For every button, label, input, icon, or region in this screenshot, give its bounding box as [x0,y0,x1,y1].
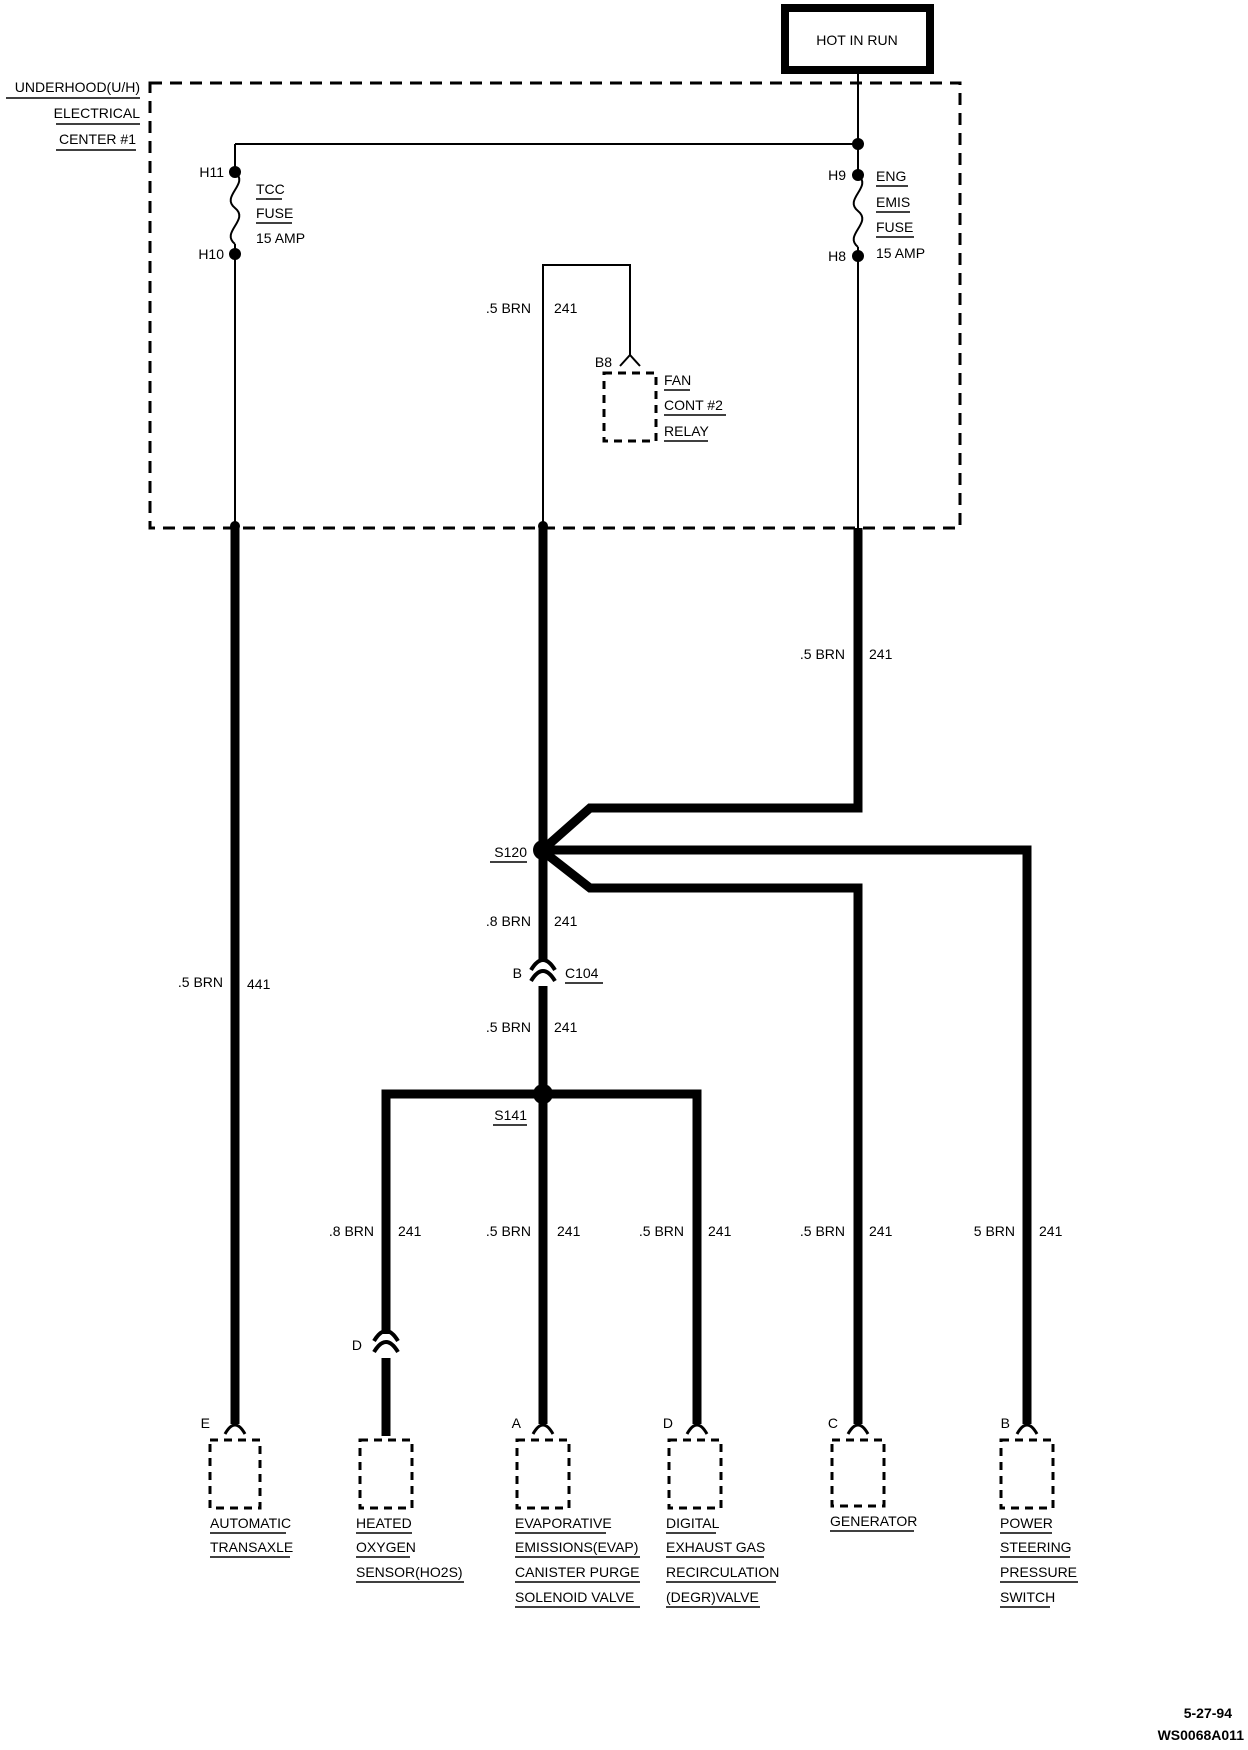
component-degr-valve: D DIGITAL EXHAUST GAS RECIRCULATION (DEG… [663,1415,779,1608]
evap-gauge: .5 BRN [486,1223,531,1239]
c104-pin: B [513,965,522,981]
svg-text:STEERING: STEERING [1000,1539,1072,1555]
evap-pin: A [512,1415,522,1431]
o2-gauge: .8 BRN [329,1223,374,1239]
relay-feed-gauge: .5 BRN [486,300,531,316]
relay-feed-circuit: 241 [554,300,578,316]
svg-text:AUTOMATIC: AUTOMATIC [210,1515,291,1531]
footer-date: 5-27-94 [1184,1705,1232,1721]
relay-pin: B8 [595,354,612,370]
splice-s120-label: S120 [494,844,527,860]
tcc-feed-gauge: .5 BRN [178,974,223,990]
svg-text:RECIRCULATION: RECIRCULATION [666,1564,779,1580]
svg-text:DIGITAL: DIGITAL [666,1515,720,1531]
relay-line2: CONT #2 [664,397,723,413]
eng-feed-circuit: 241 [869,646,893,662]
tcc-fuse-pin-top: H11 [199,164,224,180]
footer-code: WS0068A011 [1158,1727,1245,1743]
eng-emis-fuse: H9 H8 ENG EMIS FUSE 15 AMP [828,144,925,528]
svg-text:OXYGEN: OXYGEN [356,1539,416,1555]
c104-down-circuit: 241 [554,1019,578,1035]
tcc-fuse: H11 H10 TCC FUSE 15 AMP [198,144,305,528]
svg-text:UNDERHOOD(U/H): UNDERHOOD(U/H) [15,79,140,95]
component-automatic-transaxle: E AUTOMATIC TRANSAXLE [201,1415,293,1558]
relay-line1: FAN [664,372,691,388]
o2-circuit: 241 [398,1223,422,1239]
eng-fuse-line1: ENG [876,168,906,184]
svg-text:CANISTER PURGE: CANISTER PURGE [515,1564,639,1580]
tcc-feed-circuit: 441 [247,976,271,992]
svg-text:CENTER #1: CENTER #1 [59,131,136,147]
ps-circuit: 241 [1039,1223,1063,1239]
ps-gauge: 5 BRN [974,1223,1015,1239]
connector-o2-inline: D [352,1329,400,1354]
svg-text:(DEGR)VALVE: (DEGR)VALVE [666,1589,759,1605]
s120-down-gauge: .8 BRN [486,913,531,929]
hot-in-run-label: HOT IN RUN [816,32,897,48]
hot-in-run-box: HOT IN RUN [781,4,934,74]
component-generator: C GENERATOR [828,1415,917,1532]
eng-fuse-pin-bottom: H8 [828,248,846,264]
s120-down-circuit: 241 [554,913,578,929]
svg-text:EVAPORATIVE: EVAPORATIVE [515,1515,612,1531]
ps-pin: B [1001,1415,1010,1431]
eng-feed-gauge: .5 BRN [800,646,845,662]
svg-text:SWITCH: SWITCH [1000,1589,1055,1605]
svg-text:EMISSIONS(EVAP): EMISSIONS(EVAP) [515,1539,638,1555]
eng-fuse-line4: 15 AMP [876,245,925,261]
transaxle-pin: E [201,1415,210,1431]
splice-s141-label: S141 [494,1107,527,1123]
relay-line3: RELAY [664,423,710,439]
component-power-steering-pressure-switch: B POWER STEERING PRESSURE SWITCH [999,1415,1078,1608]
underhood-electrical-center-box [148,81,962,530]
tcc-fuse-line1: TCC [256,181,285,197]
splice-s141-dot [533,1084,553,1104]
degr-gauge: .5 BRN [639,1223,684,1239]
c104-down-gauge: .5 BRN [486,1019,531,1035]
tcc-fuse-line3: 15 AMP [256,230,305,246]
svg-text:SENSOR(HO2S): SENSOR(HO2S) [356,1564,463,1580]
gen-gauge: .5 BRN [800,1223,845,1239]
degr-circuit: 241 [708,1223,732,1239]
svg-text:POWER: POWER [1000,1515,1053,1531]
component-heated-oxygen-sensor: HEATED OXYGEN SENSOR(HO2S) [356,1438,464,1583]
svg-text:HEATED: HEATED [356,1515,412,1531]
evap-circuit: 241 [557,1223,581,1239]
component-evap-purge-solenoid: A EVAPORATIVE EMISSIONS(EVAP) CANISTER P… [512,1415,640,1608]
degr-pin: D [663,1415,673,1431]
eng-fuse-line3: FUSE [876,219,913,235]
svg-text:ELECTRICAL: ELECTRICAL [54,105,141,121]
tcc-fuse-line2: FUSE [256,205,293,221]
splice-s120-dot [533,840,553,860]
thick-wires [230,528,1032,1436]
tcc-fuse-pin-bottom: H10 [198,246,224,262]
eng-fuse-line2: EMIS [876,194,910,210]
c104-label: C104 [565,965,599,981]
fan-control-relay: B8 FAN CONT #2 RELAY [542,264,726,528]
gen-circuit: 241 [869,1223,893,1239]
underhood-center-label: UNDERHOOD(U/H) ELECTRICAL CENTER #1 [6,79,141,151]
svg-text:EXHAUST GAS: EXHAUST GAS [666,1539,765,1555]
eng-fuse-pin-top: H9 [828,167,846,183]
svg-text:PRESSURE: PRESSURE [1000,1564,1077,1580]
svg-text:SOLENOID VALVE: SOLENOID VALVE [515,1589,634,1605]
o2-connector-pin: D [352,1337,362,1353]
generator-pin: C [828,1415,838,1431]
connector-c104: B C104 [513,958,603,984]
svg-text:GENERATOR: GENERATOR [830,1513,917,1529]
svg-text:TRANSAXLE: TRANSAXLE [210,1539,293,1555]
